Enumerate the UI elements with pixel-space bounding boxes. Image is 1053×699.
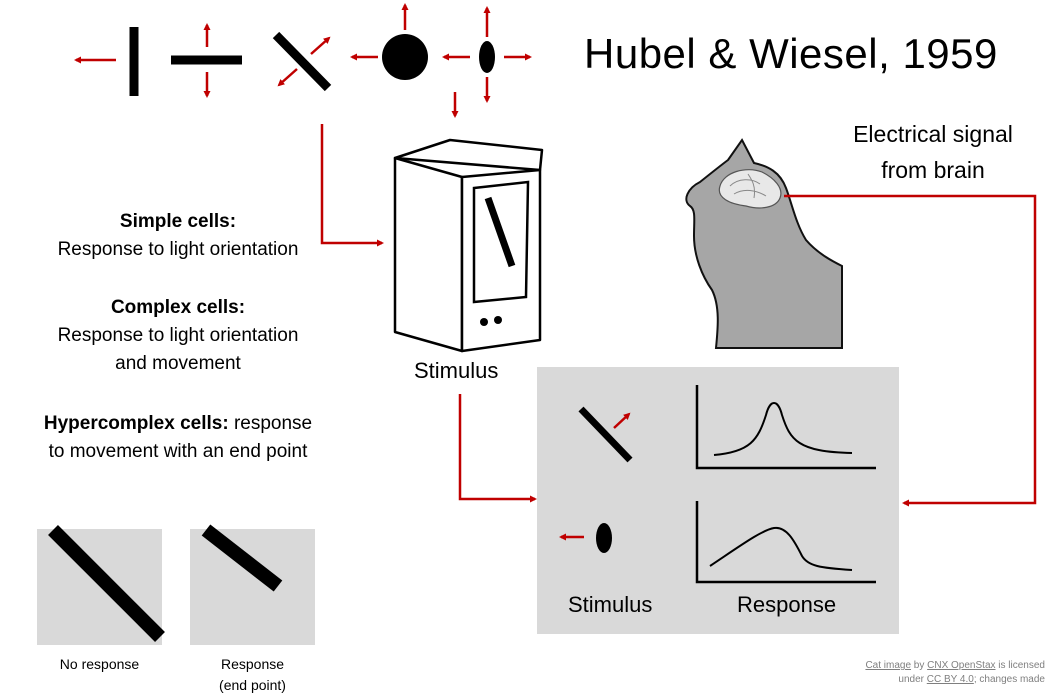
monitor-icon bbox=[393, 138, 544, 353]
ellipse-stimulus-icon bbox=[596, 523, 612, 553]
signal-label: Electrical signal from brain bbox=[820, 116, 1046, 188]
source-link[interactable]: CNX OpenStax bbox=[927, 660, 996, 671]
complex-cells-desc-2: and movement bbox=[115, 353, 241, 374]
credit-licensed: is licensed bbox=[998, 660, 1045, 671]
response-caption-line-2: (end point) bbox=[219, 677, 286, 693]
arrow-up-right-icon bbox=[613, 412, 631, 429]
page-title: Hubel & Wiesel, 1959 bbox=[584, 30, 998, 77]
simple-cells-block: Simple cells: Response to light orientat… bbox=[0, 208, 356, 264]
license-link[interactable]: CC BY 4.0 bbox=[926, 674, 974, 685]
complex-cells-block: Complex cells: Response to light orienta… bbox=[0, 294, 356, 378]
horizontal-bar-stimulus-icon bbox=[171, 23, 242, 98]
response-graph-axes bbox=[695, 385, 876, 470]
arrow-up-right-icon bbox=[310, 36, 331, 55]
connector-arrow-icon bbox=[784, 194, 1037, 507]
circle-stimulus-icon bbox=[350, 3, 428, 80]
brain-icon bbox=[718, 169, 782, 209]
end-point-examples bbox=[37, 524, 315, 645]
no-response-caption: No response bbox=[59, 656, 140, 672]
credit-changes: ; changes made bbox=[973, 674, 1045, 685]
vertical-bar-stimulus-icon bbox=[74, 27, 139, 96]
hypercomplex-cells-desc: to movement with an end point bbox=[48, 441, 308, 462]
response-panel bbox=[537, 367, 899, 634]
top-stimuli-row bbox=[74, 3, 532, 118]
cat-image-link[interactable]: Cat image bbox=[865, 660, 912, 671]
credit-under: under bbox=[898, 674, 924, 685]
stimulus-label: Stimulus bbox=[414, 358, 499, 383]
response-box bbox=[190, 529, 315, 645]
diagonal-bar-stimulus-icon bbox=[578, 406, 633, 463]
panel-response-label: Response bbox=[737, 592, 837, 617]
credit-by: by bbox=[913, 660, 925, 671]
signal-line-2: from brain bbox=[881, 157, 985, 183]
ellipse-stimulus-icon bbox=[442, 6, 532, 118]
signal-line-1: Electrical signal bbox=[853, 121, 1013, 147]
simple-cells-desc: Response to light orientation bbox=[57, 239, 299, 260]
response-caption: Response (end point) bbox=[190, 654, 315, 696]
complex-cells-desc-1: Response to light orientation bbox=[57, 325, 299, 346]
long-bar-stimulus-icon bbox=[48, 525, 165, 642]
response-curve-broad bbox=[709, 526, 853, 571]
response-curve-peak bbox=[713, 402, 853, 456]
cat-icon bbox=[685, 138, 843, 349]
connector-arrow-icon bbox=[458, 394, 537, 503]
arrow-down-left-icon bbox=[277, 68, 298, 87]
short-bar-stimulus-icon bbox=[201, 524, 283, 592]
simple-cells-name: Simple cells bbox=[119, 211, 230, 232]
panel-stimulus-label: Stimulus bbox=[568, 592, 653, 617]
hypercomplex-cells-name: Hypercomplex cells bbox=[43, 413, 223, 434]
complex-cells-name: Complex cells bbox=[110, 297, 239, 318]
image-credit: Cat image by CNX OpenStax is licensed un… bbox=[865, 659, 1045, 687]
hypercomplex-cells-tail: response bbox=[233, 413, 313, 434]
hypercomplex-cells-block: Hypercomplex cells: response to movement… bbox=[0, 410, 356, 466]
response-graph-axes bbox=[695, 501, 876, 584]
diagonal-bar-stimulus-icon bbox=[272, 31, 332, 92]
connector-arrow-icon bbox=[320, 124, 384, 247]
response-caption-line-1: Response bbox=[220, 656, 285, 672]
